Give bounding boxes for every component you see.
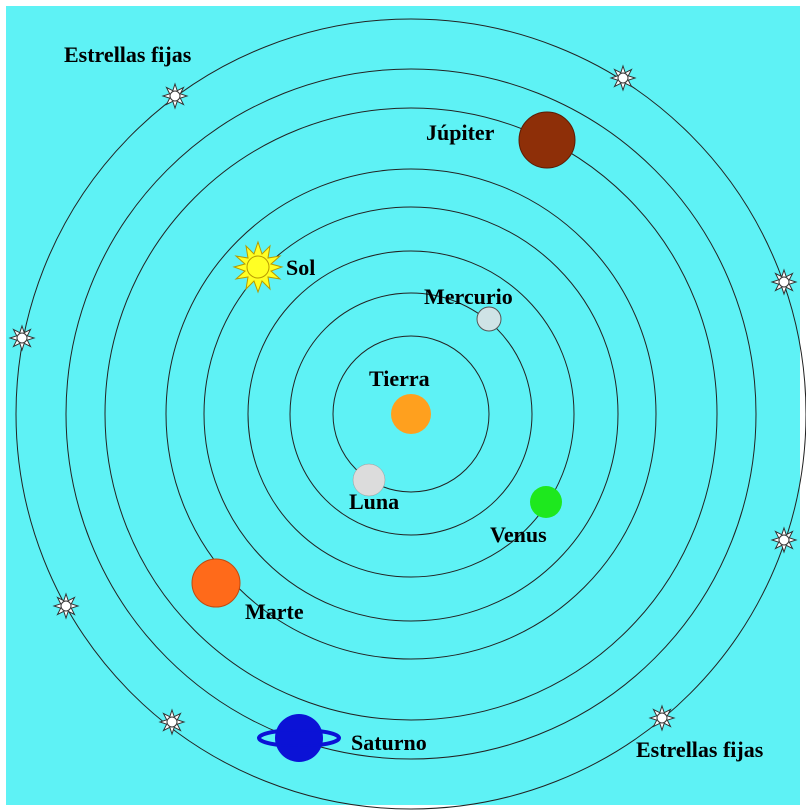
star-icon [610, 65, 636, 91]
venus-label: Venus [490, 522, 547, 547]
orbit-sol [203, 206, 619, 622]
fixed-stars-label-bottom: Estrellas fijas [636, 737, 764, 762]
sol-label: Sol [286, 255, 315, 280]
tierra-label: Tierra [369, 366, 430, 391]
fixed-stars-label-top: Estrellas fijas [64, 42, 192, 67]
jupiter-planet-icon [518, 111, 576, 169]
star-icon [162, 83, 188, 109]
star-icon [771, 527, 797, 553]
luna-planet-icon [352, 463, 386, 497]
orbit-fixed-stars [15, 18, 806, 810]
orbit-saturno [65, 68, 757, 760]
ringed-planet-icon [257, 714, 341, 762]
jupiter-label: Júpiter [426, 120, 495, 145]
saturno-label: Saturno [351, 730, 427, 755]
orbit-luna [332, 335, 490, 493]
marte-label: Marte [245, 599, 304, 624]
venus-planet-icon [530, 486, 562, 518]
star-icon [53, 593, 79, 619]
orbit-jupiter [104, 107, 718, 721]
orbit-marte [165, 168, 657, 660]
tierra-planet-icon [391, 394, 431, 434]
star-icon [649, 705, 675, 731]
orbit-mercurio [289, 292, 533, 536]
sun-icon [232, 240, 284, 294]
star-icon [771, 269, 797, 295]
marte-planet-icon [191, 558, 241, 608]
mercurio-label: Mercurio [424, 284, 513, 309]
luna-label: Luna [349, 489, 399, 514]
star-icon [9, 325, 35, 351]
orbit-rings [15, 18, 806, 810]
star-icon [159, 709, 185, 735]
orbit-venus [247, 250, 575, 578]
mercurio-planet-icon [476, 306, 502, 332]
